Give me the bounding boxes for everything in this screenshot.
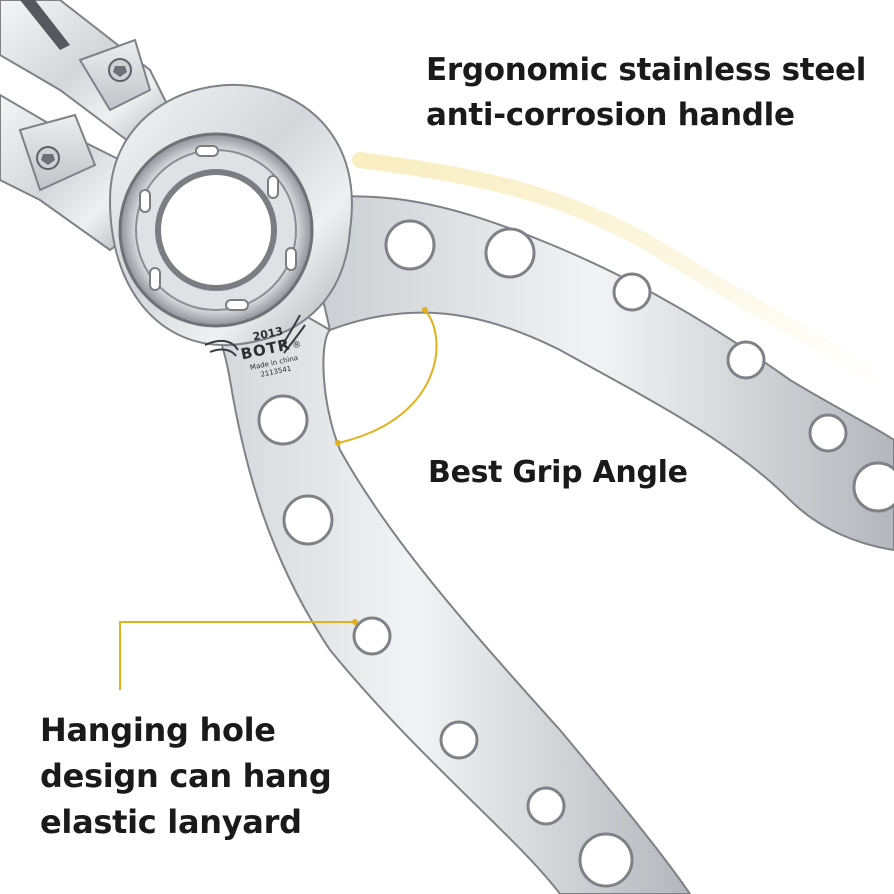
left-handle xyxy=(139,219,692,894)
hanging-callout-line-3: elastic lanyard xyxy=(40,803,302,841)
right-handle-holes xyxy=(384,219,894,513)
handle-callout-line-1: Ergonomic stainless steel xyxy=(426,52,867,88)
left-handle-holes xyxy=(257,394,634,888)
hanging-callout-line-2: design can hang xyxy=(40,757,332,795)
brand-logo-wings-icon xyxy=(204,314,306,357)
handle-callout: Ergonomic stainless steel anti-corrosion… xyxy=(426,48,866,138)
grip-callout: Best Grip Angle xyxy=(428,451,688,495)
registered-mark: ® xyxy=(291,339,303,352)
grip-callout-line-1: Best Grip Angle xyxy=(428,455,688,490)
grip-angle-arc xyxy=(337,309,438,444)
right-handle xyxy=(298,195,894,552)
hanging-hole-leader xyxy=(119,621,355,690)
pivot-slots xyxy=(139,145,297,311)
hanging-callout: Hanging hole design can hang elastic lan… xyxy=(40,707,332,845)
hanging-callout-line-1: Hanging hole xyxy=(40,711,276,749)
handle-callout-line-2: anti-corrosion handle xyxy=(426,97,795,133)
pivot-hole xyxy=(155,169,277,291)
handle-glow xyxy=(352,152,888,388)
upper-jaw-edge xyxy=(20,0,70,50)
